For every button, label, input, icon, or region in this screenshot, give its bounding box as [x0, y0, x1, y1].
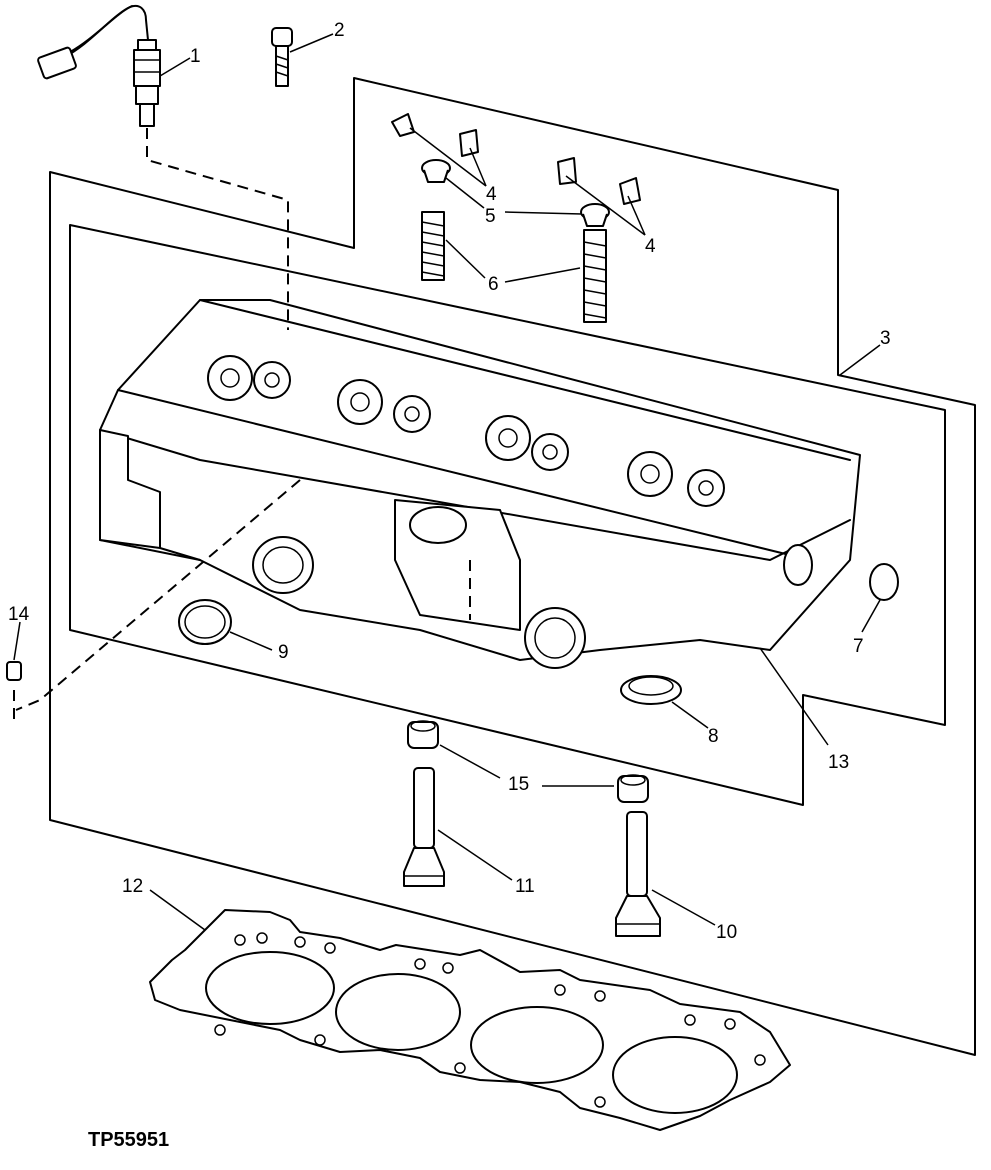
callout-9: 9	[278, 642, 289, 663]
valve-spring-caps	[421, 159, 610, 227]
pipe-plug	[6, 661, 22, 681]
callout-4a: 4	[486, 184, 497, 205]
expansion-plug-large	[178, 599, 232, 645]
callout-4b: 4	[645, 236, 656, 257]
callout-15: 15	[508, 774, 529, 795]
callout-7: 7	[853, 636, 864, 657]
leader-lines	[13, 33, 881, 931]
expansion-plug-small	[869, 563, 899, 601]
callout-6: 6	[488, 274, 499, 295]
callout-3: 3	[880, 328, 891, 349]
cylinder-head	[99, 299, 861, 669]
group-bracket-outer	[49, 77, 976, 1056]
head-gasket	[149, 909, 791, 1131]
cap-screw	[271, 27, 293, 87]
callout-1: 1	[190, 46, 201, 67]
valve-retainer-locks	[391, 113, 641, 205]
valve-guide-11	[403, 767, 445, 887]
valve-stem-seals	[407, 720, 649, 803]
assembly-lines	[13, 128, 471, 722]
callout-13: 13	[828, 752, 849, 773]
callouts: 1 2 3 4 4 5 6 7 8 9 10 11 12 13 14 15	[8, 20, 891, 943]
callout-2: 2	[334, 20, 345, 41]
seal-ring	[620, 675, 682, 705]
figure-code: TP55951	[88, 1129, 169, 1151]
valve-guide-10	[615, 811, 661, 937]
callout-8: 8	[708, 726, 719, 747]
callout-14: 14	[8, 604, 30, 625]
valve-springs	[421, 211, 607, 323]
callout-10: 10	[716, 922, 737, 943]
coolant-temperature-sensor	[37, 4, 161, 127]
callout-5: 5	[485, 206, 496, 227]
callout-11: 11	[515, 876, 535, 897]
group-bracket-inner	[69, 224, 946, 806]
callout-12: 12	[122, 876, 143, 897]
